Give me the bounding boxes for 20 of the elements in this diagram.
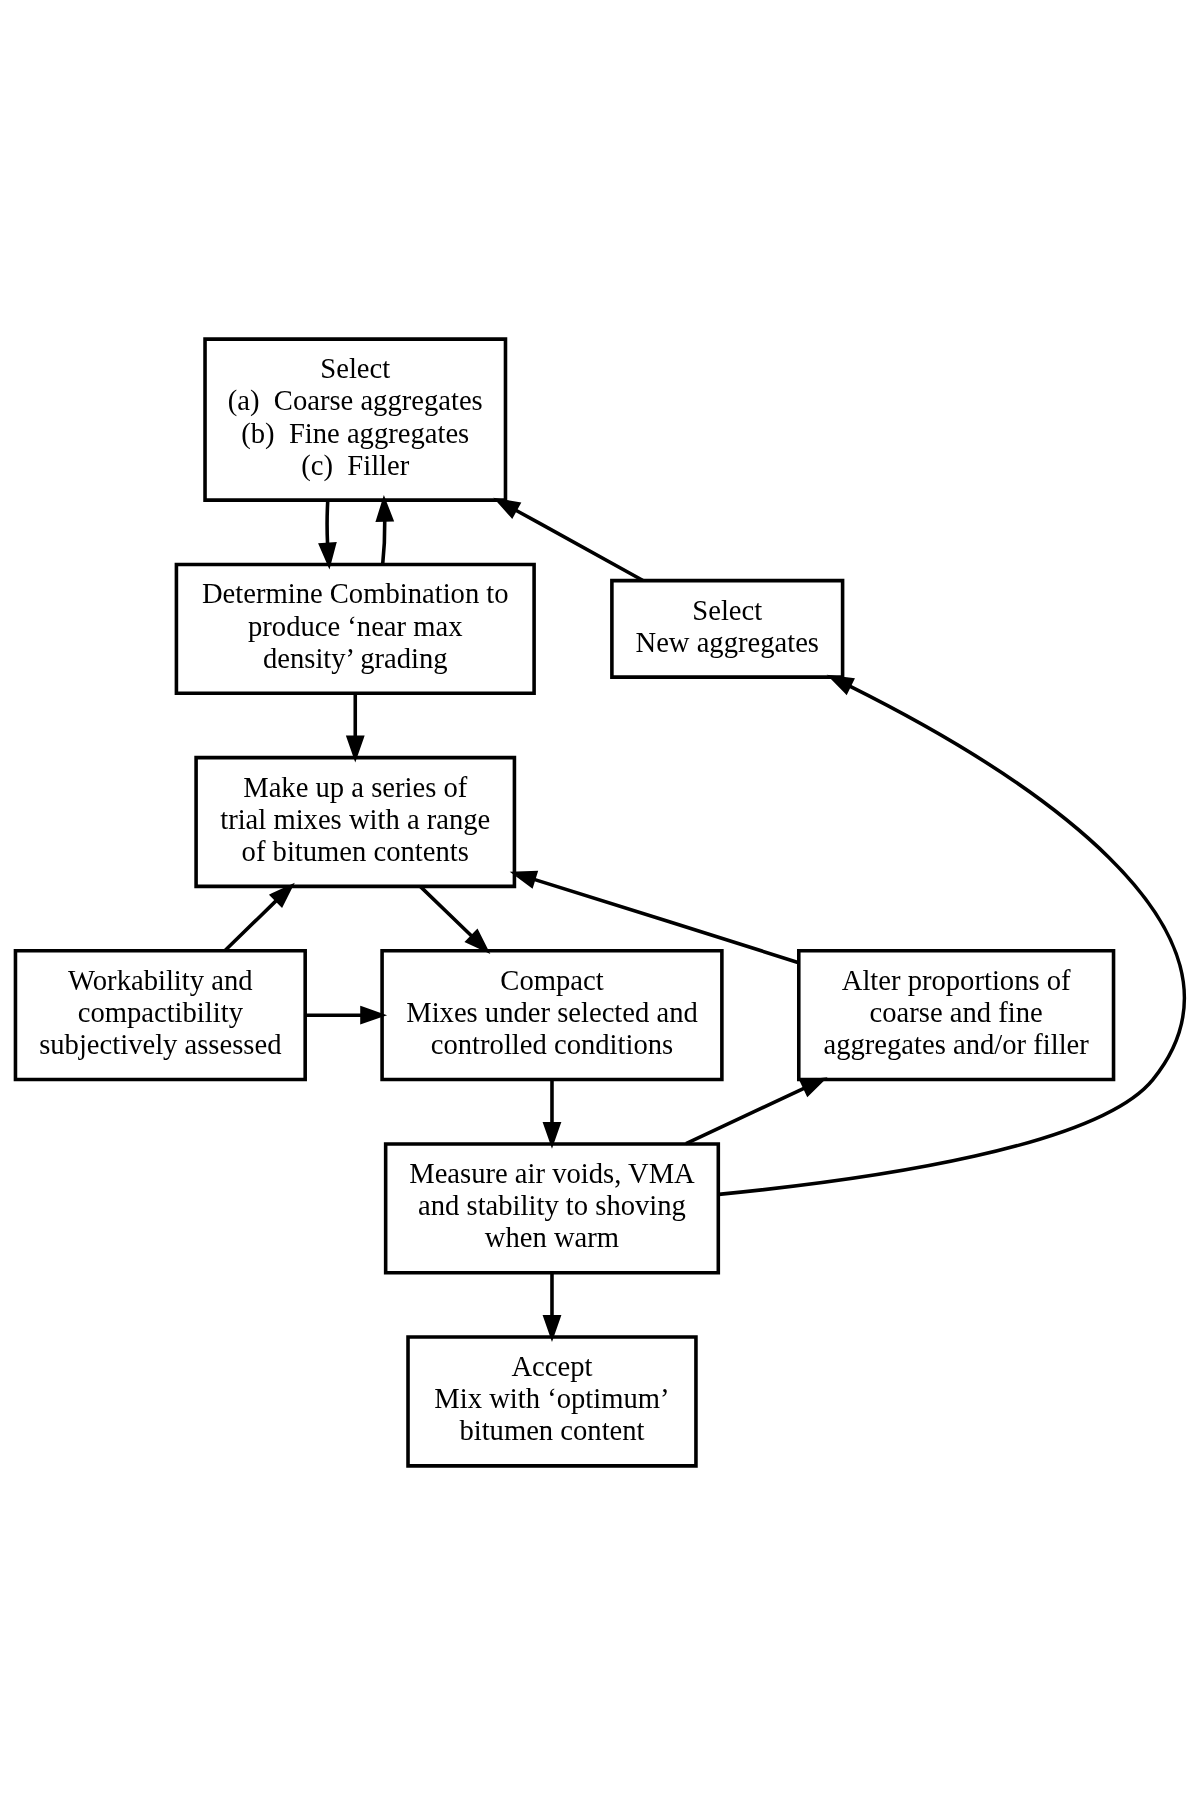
arrow <box>685 1077 828 1146</box>
node-box: Determine Combination to produce ‘near max density’ grading <box>174 562 536 696</box>
arrow <box>542 1272 562 1342</box>
node-box: Measure air voids, VMA and stability to shoving when warm <box>383 1142 721 1275</box>
arrow <box>224 882 295 952</box>
node-box: Make up a series of trial mixes with a range of bitumen contents <box>194 755 517 889</box>
arrow <box>509 870 800 965</box>
arrow <box>718 674 1186 1197</box>
node-box: Compact Mixes under selected and controlled conditions <box>380 949 724 1082</box>
arrow <box>375 494 395 565</box>
arrow <box>542 1079 562 1149</box>
node-box: Select New aggregates <box>610 578 845 679</box>
node-box: Accept Mix with ‘optimum’ bitumen content <box>406 1335 698 1468</box>
node-box: Select (a) Coarse aggregates (b) Fine aggregates (c) Filler <box>203 337 508 502</box>
node-box: Workability and compactibility subjectively assessed <box>13 949 307 1082</box>
arrow <box>318 500 337 570</box>
arrow <box>345 693 365 763</box>
node-box: Alter proportions of coarse and fine aggregates and/or filler <box>797 949 1116 1082</box>
arrow <box>418 885 491 954</box>
arrow <box>305 1005 388 1025</box>
